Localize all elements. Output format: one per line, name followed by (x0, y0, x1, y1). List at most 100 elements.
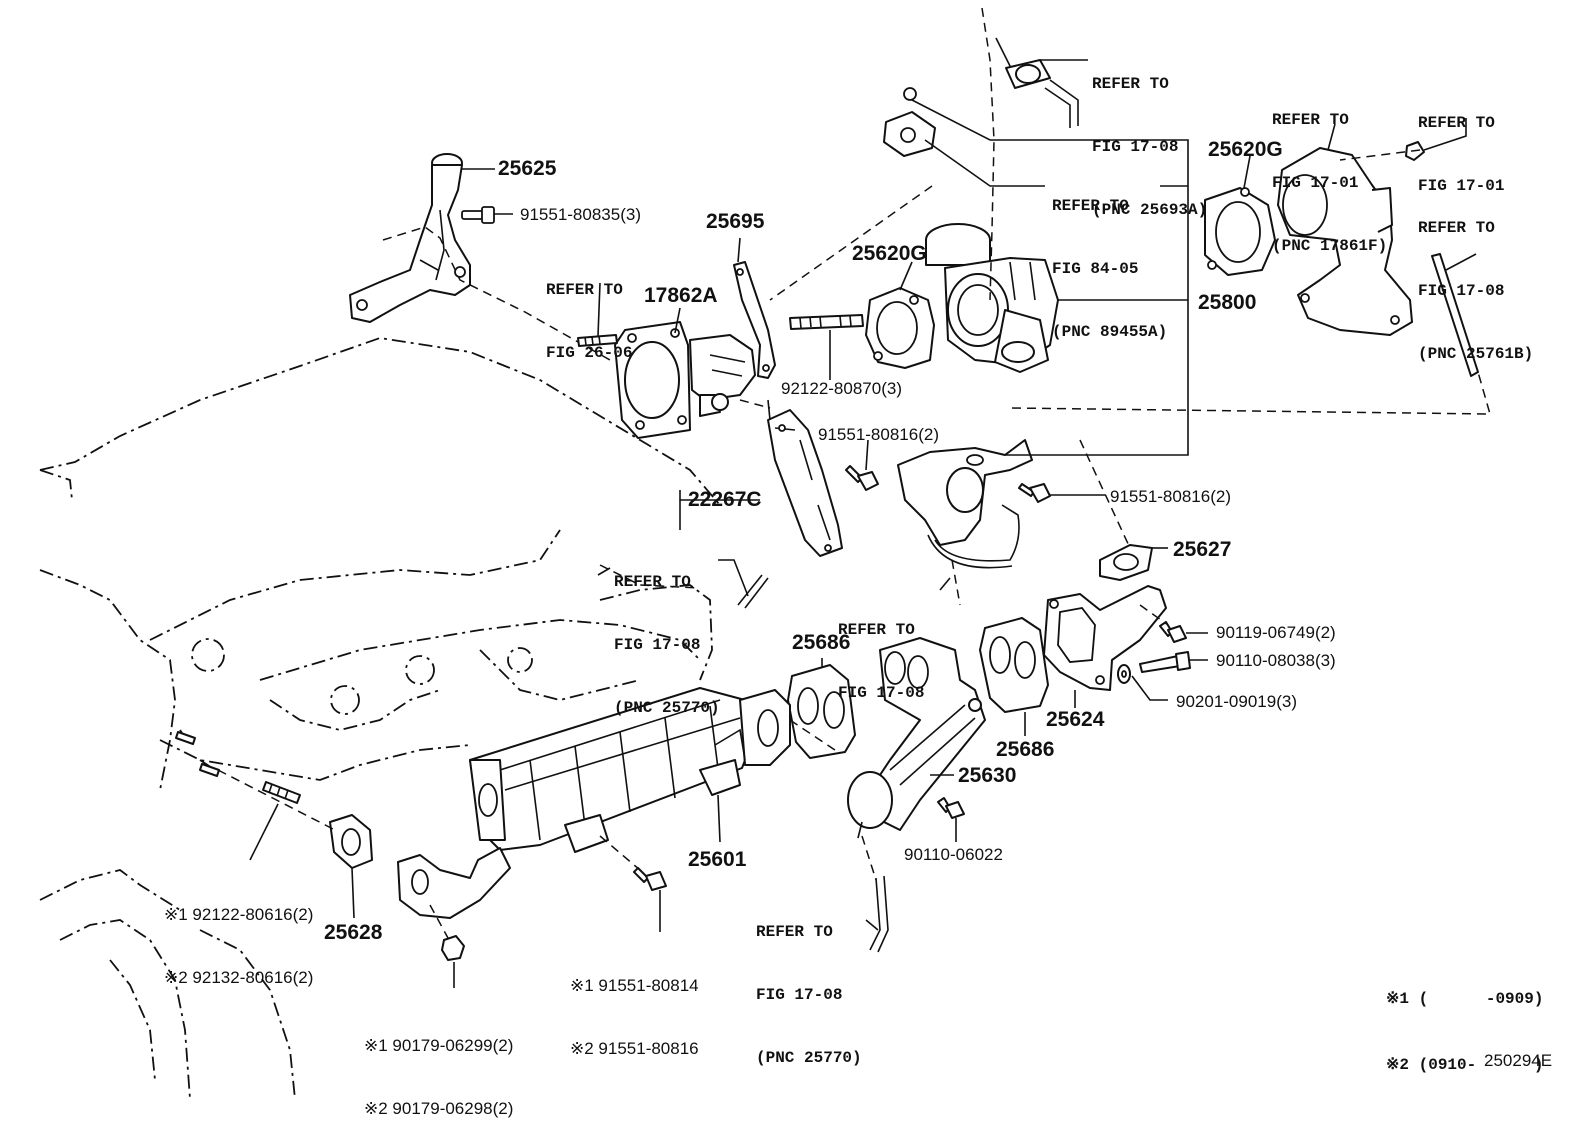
refer-line: REFER TO (1052, 197, 1129, 215)
gasket-25620g-right (1204, 187, 1276, 276)
gasket-25627 (1099, 544, 1153, 581)
callout-91551-80816-a: 91551-80816(2) (818, 425, 939, 444)
bolt-91551-80814 (633, 867, 667, 891)
callout-90201-09019: 90201-09019(3) (1176, 692, 1297, 711)
callout-line: ※2 90179-06298(2) (364, 1099, 514, 1118)
egr-outlet-pipe (397, 847, 511, 919)
inlet-elbow-17861f (1277, 147, 1413, 336)
refer-fig-17-01-pnc-17861f[interactable]: REFER TO FIG 17-01 (PNC 17861F) (1272, 68, 1387, 278)
vacuum-hose-25693a (995, 37, 1079, 128)
callout-17862a: 17862A (644, 284, 718, 307)
engine-studs (175, 731, 220, 777)
refer-fig-17-01[interactable]: REFER TO FIG 17-01 (1418, 71, 1504, 218)
refer-fig-26-06[interactable]: REFER TO FIG 26-06 (546, 238, 632, 385)
callout-25620g-right: 25620G (1208, 138, 1283, 161)
leader-lines (249, 59, 1477, 988)
bolt-90110-08038 (1139, 651, 1191, 673)
refer-line: REFER TO (614, 573, 691, 591)
callout-25628: 25628 (324, 921, 383, 944)
stud-92122-80616 (262, 781, 301, 804)
refer-line: (PNC 17861F) (1272, 237, 1388, 255)
callout-22267c: 22267C (688, 488, 762, 511)
callout-90119-06749: 90119-06749(2) (1216, 623, 1336, 642)
legend-row-2: ※2 (0910- ) (1386, 1054, 1543, 1076)
refer-line: FIG 17-08 (1418, 282, 1505, 300)
refer-line: (PNC 25761B) (1418, 345, 1534, 363)
bolt-91551-80835 (461, 206, 495, 224)
assembly-lines (217, 7, 1491, 939)
egr-cooler-25601 (469, 687, 791, 853)
callout-90110-08038: 90110-08038(3) (1216, 651, 1336, 670)
refer-line: FIG 26-06 (546, 344, 633, 362)
legend-row-1: ※1 ( -0909) (1386, 988, 1543, 1010)
refer-line: (PNC 25693A) (1092, 201, 1208, 219)
pipe-25624 (1043, 585, 1167, 691)
gasket-25695 (733, 261, 776, 379)
gasket-25686-left (787, 664, 856, 759)
callout-25686-left: 25686 (792, 631, 851, 654)
hose-25770-bottom (869, 875, 889, 953)
egr-bypass-valve-assembly (897, 439, 1033, 569)
refer-line: FIG 17-01 (1272, 174, 1359, 192)
bolt-91551-80816-b (1018, 483, 1051, 503)
gasket-25628 (329, 814, 373, 869)
bracket-25625 (349, 153, 611, 361)
stud-92122-80870 (789, 314, 864, 330)
refer-line: FIG 17-08 (838, 684, 925, 702)
refer-line: REFER TO (838, 621, 915, 639)
refer-line: (PNC 25770) (756, 1049, 862, 1067)
refer-line: FIG 84-05 (1052, 260, 1139, 278)
applicability-legend: ※1 ( -0909) ※2 (0910- ) (1386, 944, 1543, 1098)
gasket-25686-right (979, 617, 1049, 713)
legend-mark: ※2 (1386, 1056, 1410, 1074)
sensor-89455a (883, 87, 936, 157)
refer-line: REFER TO (756, 923, 833, 941)
exploded-view-drawing (39, 7, 1491, 1099)
callout-91551-80816-b: 91551-80816(2) (1110, 487, 1231, 506)
refer-line: REFER TO (546, 281, 623, 299)
refer-fig-17-08-pnc-25770-left[interactable]: REFER TO FIG 17-08 (PNC 25770) (614, 530, 720, 740)
legend-range: ( -0909) (1418, 990, 1544, 1008)
callout-line: ※2 91551-80816 (570, 1039, 699, 1058)
callout-25686-right: 25686 (996, 738, 1055, 761)
legend-mark: ※1 (1386, 990, 1410, 1008)
refer-fig-84-05-pnc-89455a[interactable]: REFER TO FIG 84-05 (PNC 89455A) (1052, 154, 1167, 364)
callout-91551-80835: 91551-80835(3) (520, 205, 641, 224)
callout-bolt-91551: ※1 91551-80814 ※2 91551-80816 (570, 933, 699, 1080)
callout-stud-92122-92132: ※1 92122-80616(2) ※2 92132-80616(2) (164, 862, 313, 1009)
refer-line: (PNC 89455A) (1052, 323, 1168, 341)
refer-line: FIG 17-08 (614, 636, 701, 654)
throttle-body-17862a (614, 321, 756, 439)
bolt-91551-80816-a (845, 465, 879, 491)
bolt-90110-06022 (937, 797, 965, 819)
hose-25770-left (597, 567, 769, 609)
stud-fig-26-06 (577, 334, 618, 347)
refer-fig-17-08-pnc-25761b[interactable]: REFER TO FIG 17-08 (PNC 25761B) (1418, 176, 1533, 386)
insulator-22267c (767, 399, 843, 557)
callout-nut-90179: ※1 90179-06299(2) ※2 90179-06298(2) (364, 993, 513, 1140)
callout-90110-06022: 90110-06022 (904, 845, 1003, 864)
refer-line: FIG 17-01 (1418, 177, 1505, 195)
callout-line: ※1 91551-80814 (570, 976, 699, 995)
nut-90179-06299 (441, 935, 465, 961)
valve-25630 (847, 637, 986, 839)
callout-line: ※2 92132-80616(2) (164, 968, 314, 987)
refer-line: (PNC 25770) (614, 699, 720, 717)
refer-line: REFER TO (1418, 219, 1495, 237)
figure-code: 250294E (1484, 1051, 1553, 1070)
gasket-25620g-center (865, 287, 935, 369)
refer-fig-17-08-pnc-25693a[interactable]: REFER TO FIG 17-08 (PNC 25693A) (1092, 32, 1207, 242)
callout-25625: 25625 (498, 157, 557, 180)
parts-diagram: 25625 91551-80835(3) 25695 17862A 25620G… (39, 7, 1553, 1118)
callout-25627: 25627 (1173, 538, 1232, 561)
callout-25695: 25695 (706, 210, 765, 233)
callout-25620g-center: 25620G (852, 242, 927, 265)
callout-25800: 25800 (1198, 291, 1257, 314)
refer-fig-17-08-pnc-25770-bottom[interactable]: REFER TO FIG 17-08 (PNC 25770) (756, 880, 862, 1090)
refer-line: FIG 17-08 (1092, 138, 1179, 156)
refer-fig-17-08[interactable]: REFER TO FIG 17-08 (838, 578, 924, 725)
refer-line: REFER TO (1418, 114, 1495, 132)
callout-92122-80870: 92122-80870(3) (781, 379, 902, 398)
egr-valve-25800 (925, 223, 1059, 373)
rod-25761b (1431, 253, 1479, 377)
